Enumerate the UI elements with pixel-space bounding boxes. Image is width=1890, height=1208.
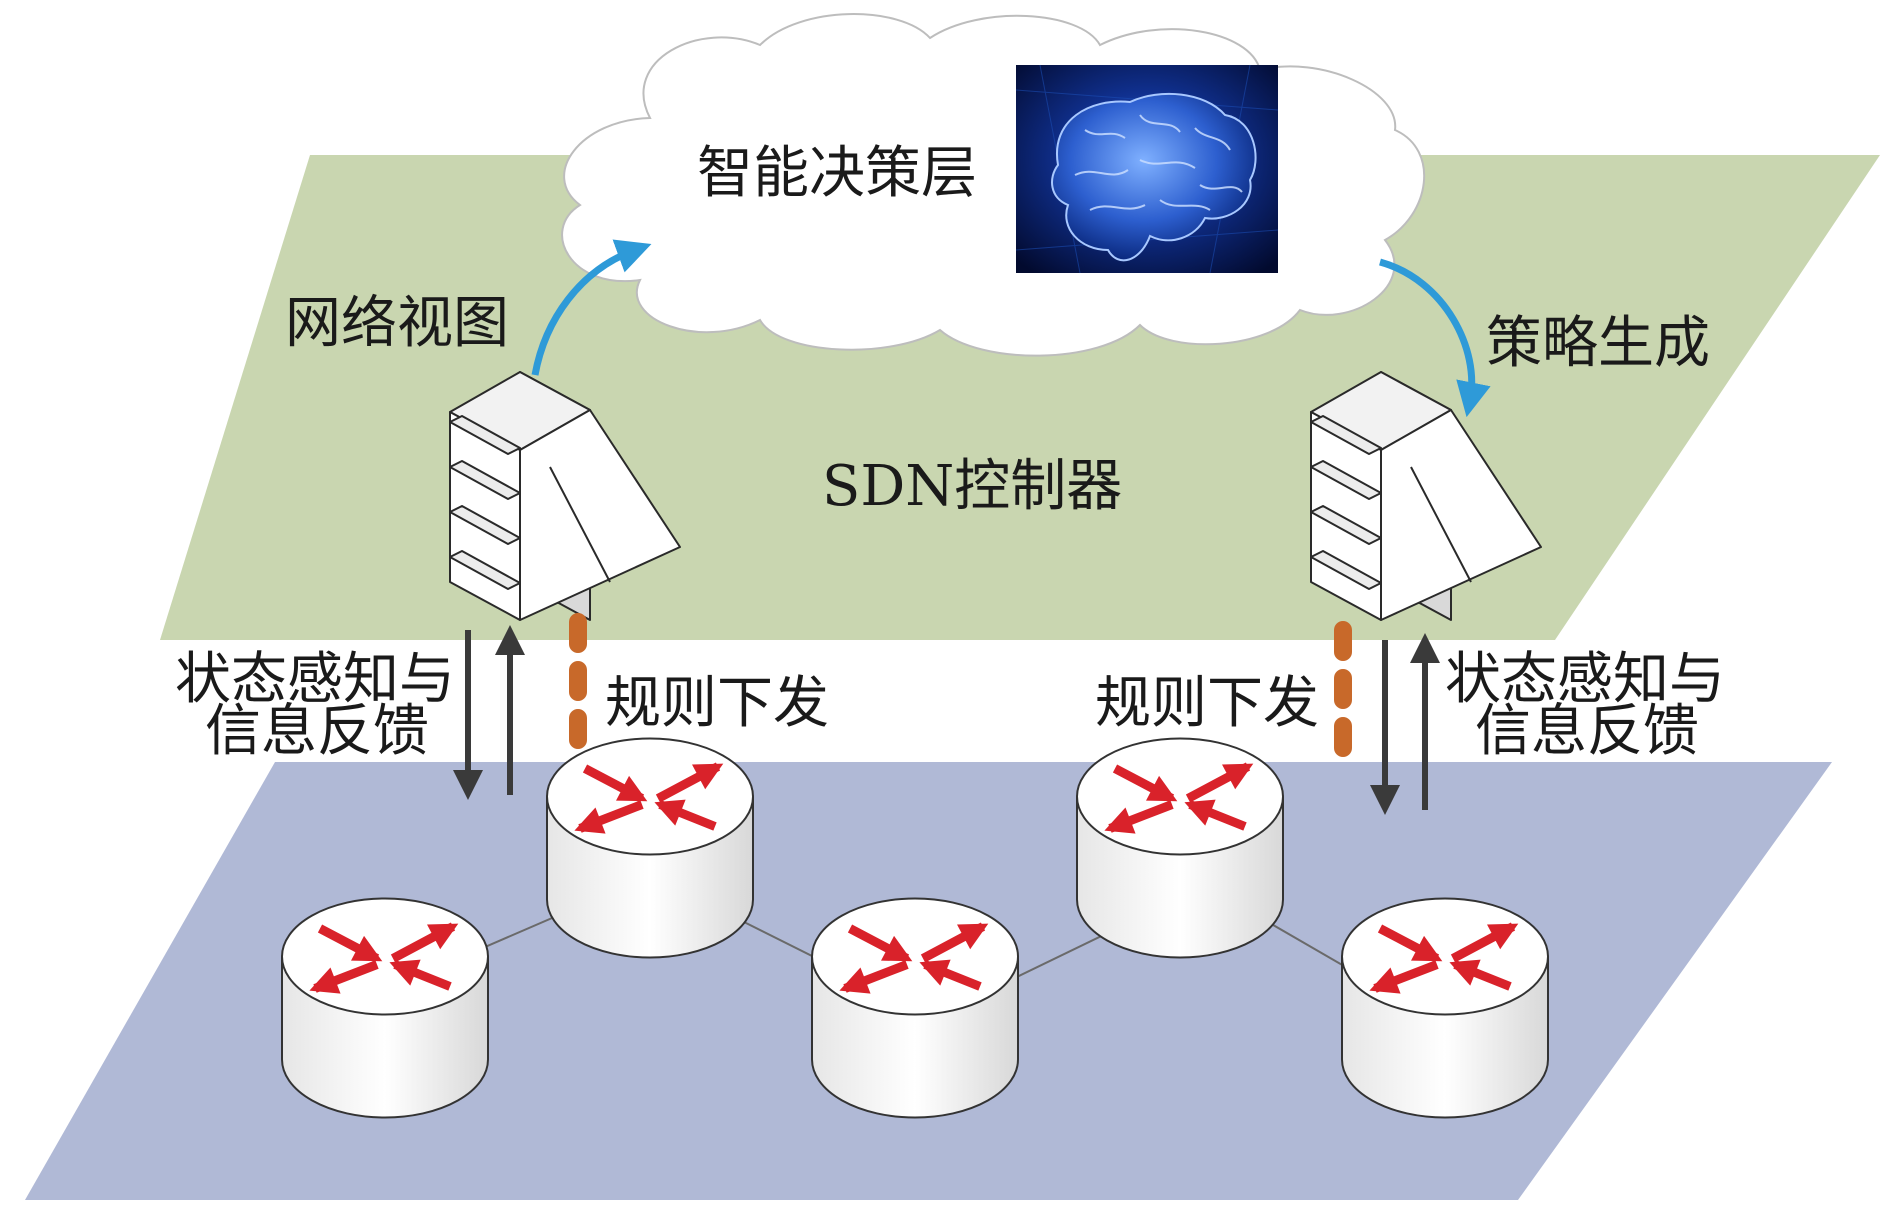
decision-layer-label: 智能决策层 [697, 141, 977, 206]
strategy-generation-label: 策略生成 [1486, 311, 1710, 376]
feedback-label-right-line2: 信息反馈 [1475, 699, 1699, 764]
cloud-decision-layer [561, 13, 1426, 357]
sdn-controller-label: SDN控制器 [822, 454, 1122, 519]
server-icon [1310, 371, 1542, 621]
strategy-arrow [1379, 258, 1491, 418]
brain-image [1015, 64, 1279, 274]
feedback-label-left-line1: 状态感知与 [175, 647, 455, 712]
rules-label-right: 规则下发 [1095, 671, 1319, 736]
router-icon [281, 897, 489, 1119]
router-icon [1341, 897, 1549, 1119]
feedback-label-right-line1: 状态感知与 [1445, 647, 1725, 712]
router-group [281, 737, 1549, 1119]
router-icon [1076, 737, 1284, 959]
feedback-label-left-line2: 信息反馈 [205, 699, 429, 764]
router-icon [546, 737, 754, 959]
network-view-arrow [531, 239, 652, 376]
rules-label-left: 规则下发 [605, 671, 829, 736]
network-view-label: 网络视图 [285, 291, 509, 356]
router-icon [811, 897, 1019, 1119]
server-icon [449, 371, 681, 621]
